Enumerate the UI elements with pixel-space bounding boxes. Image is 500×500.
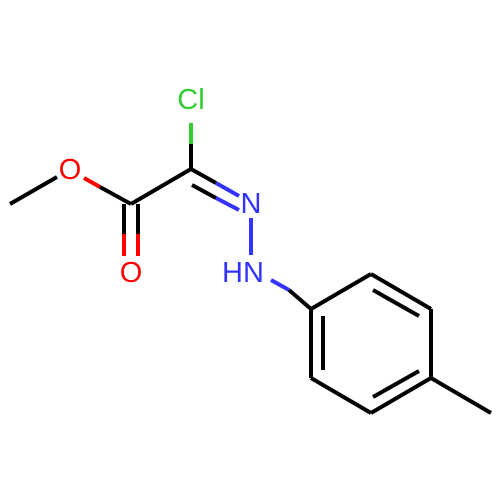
bond-ring-c1-c2: [309, 272, 373, 311]
atom-carbonyl-oxygen: O: [120, 257, 143, 289]
bond-nh-ring-c-part: [287, 288, 313, 311]
bond-c-n-outer-n-part: [215, 181, 240, 198]
bond-ring-inner-c2-c3: [372, 288, 420, 318]
bond-ring-c4-c5: [369, 376, 433, 415]
bond-ring-c2-c3: [369, 272, 433, 311]
bond-methyl-o: [9, 175, 58, 206]
bond-ring-methyl: [429, 376, 493, 415]
atom-chlorine: Cl: [177, 84, 204, 116]
bond-c-n-inner-c-part: [191, 183, 217, 200]
atom-ether-oxygen: O: [59, 154, 82, 186]
bond-nh-ring-n-part: [270, 278, 290, 292]
bond-ring-inner-c4-c5: [372, 369, 420, 399]
bond-c-n-inner-n-part: [215, 196, 240, 212]
bond-c-n-outer-c-part: [190, 167, 217, 185]
bond-o-ester-c-o-part: [83, 176, 101, 189]
bond-o-ester-c-c-part: [99, 185, 132, 206]
bond-ester-c-ccl: [129, 167, 193, 206]
atom-imine-nitrogen: N: [241, 188, 262, 220]
bond-ring-c5-c6: [309, 376, 373, 415]
atom-amine-nitrogen: HN: [222, 257, 264, 289]
